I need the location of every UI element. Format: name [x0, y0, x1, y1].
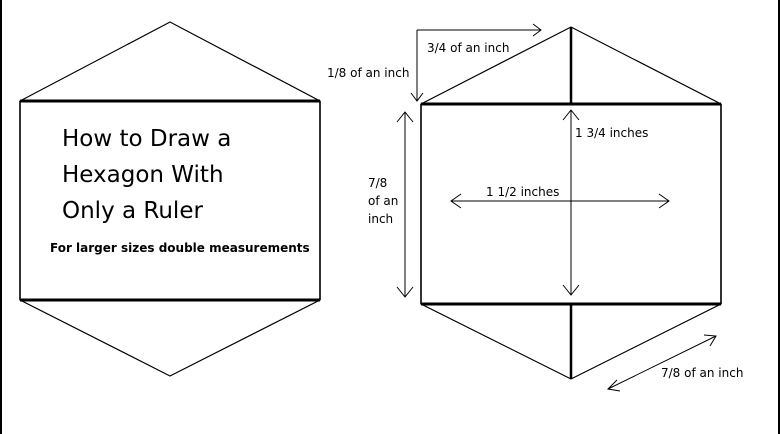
left-hexagon [19, 21, 321, 377]
arrow-one-half-inch [450, 193, 670, 209]
label-one-eighth-inch: 1/8 of an inch [327, 66, 409, 80]
label-seven-eighth-bottom: 7/8 of an inch [661, 366, 743, 380]
arrow-seven-eighth-inch-bottom [606, 334, 717, 392]
arrow-one-eighth-inch [410, 30, 424, 102]
label-one-half-inch: 1 1/2 inches [486, 185, 559, 199]
arrow-three-quarter-inch [417, 23, 542, 37]
label-three-quarter-inch: 3/4 of an inch [427, 41, 509, 55]
arrow-seven-eighth-inch-left [396, 111, 414, 298]
arrow-one-three-quarter-inch [562, 109, 580, 296]
size-note: For larger sizes double measurements [50, 241, 310, 255]
label-seven-eighth-line-2: of an [368, 194, 398, 208]
label-seven-eighth-line-1: 7/8 [368, 176, 387, 190]
title-line-3: Only a Ruler [62, 198, 203, 224]
label-seven-eighth-line-3: inch [368, 212, 393, 226]
title-line-2: Hexagon With [62, 162, 224, 188]
label-one-three-quarter-inch: 1 3/4 inches [575, 126, 648, 140]
title-line-1: How to Draw a [62, 126, 231, 152]
right-hexagon [420, 26, 722, 380]
